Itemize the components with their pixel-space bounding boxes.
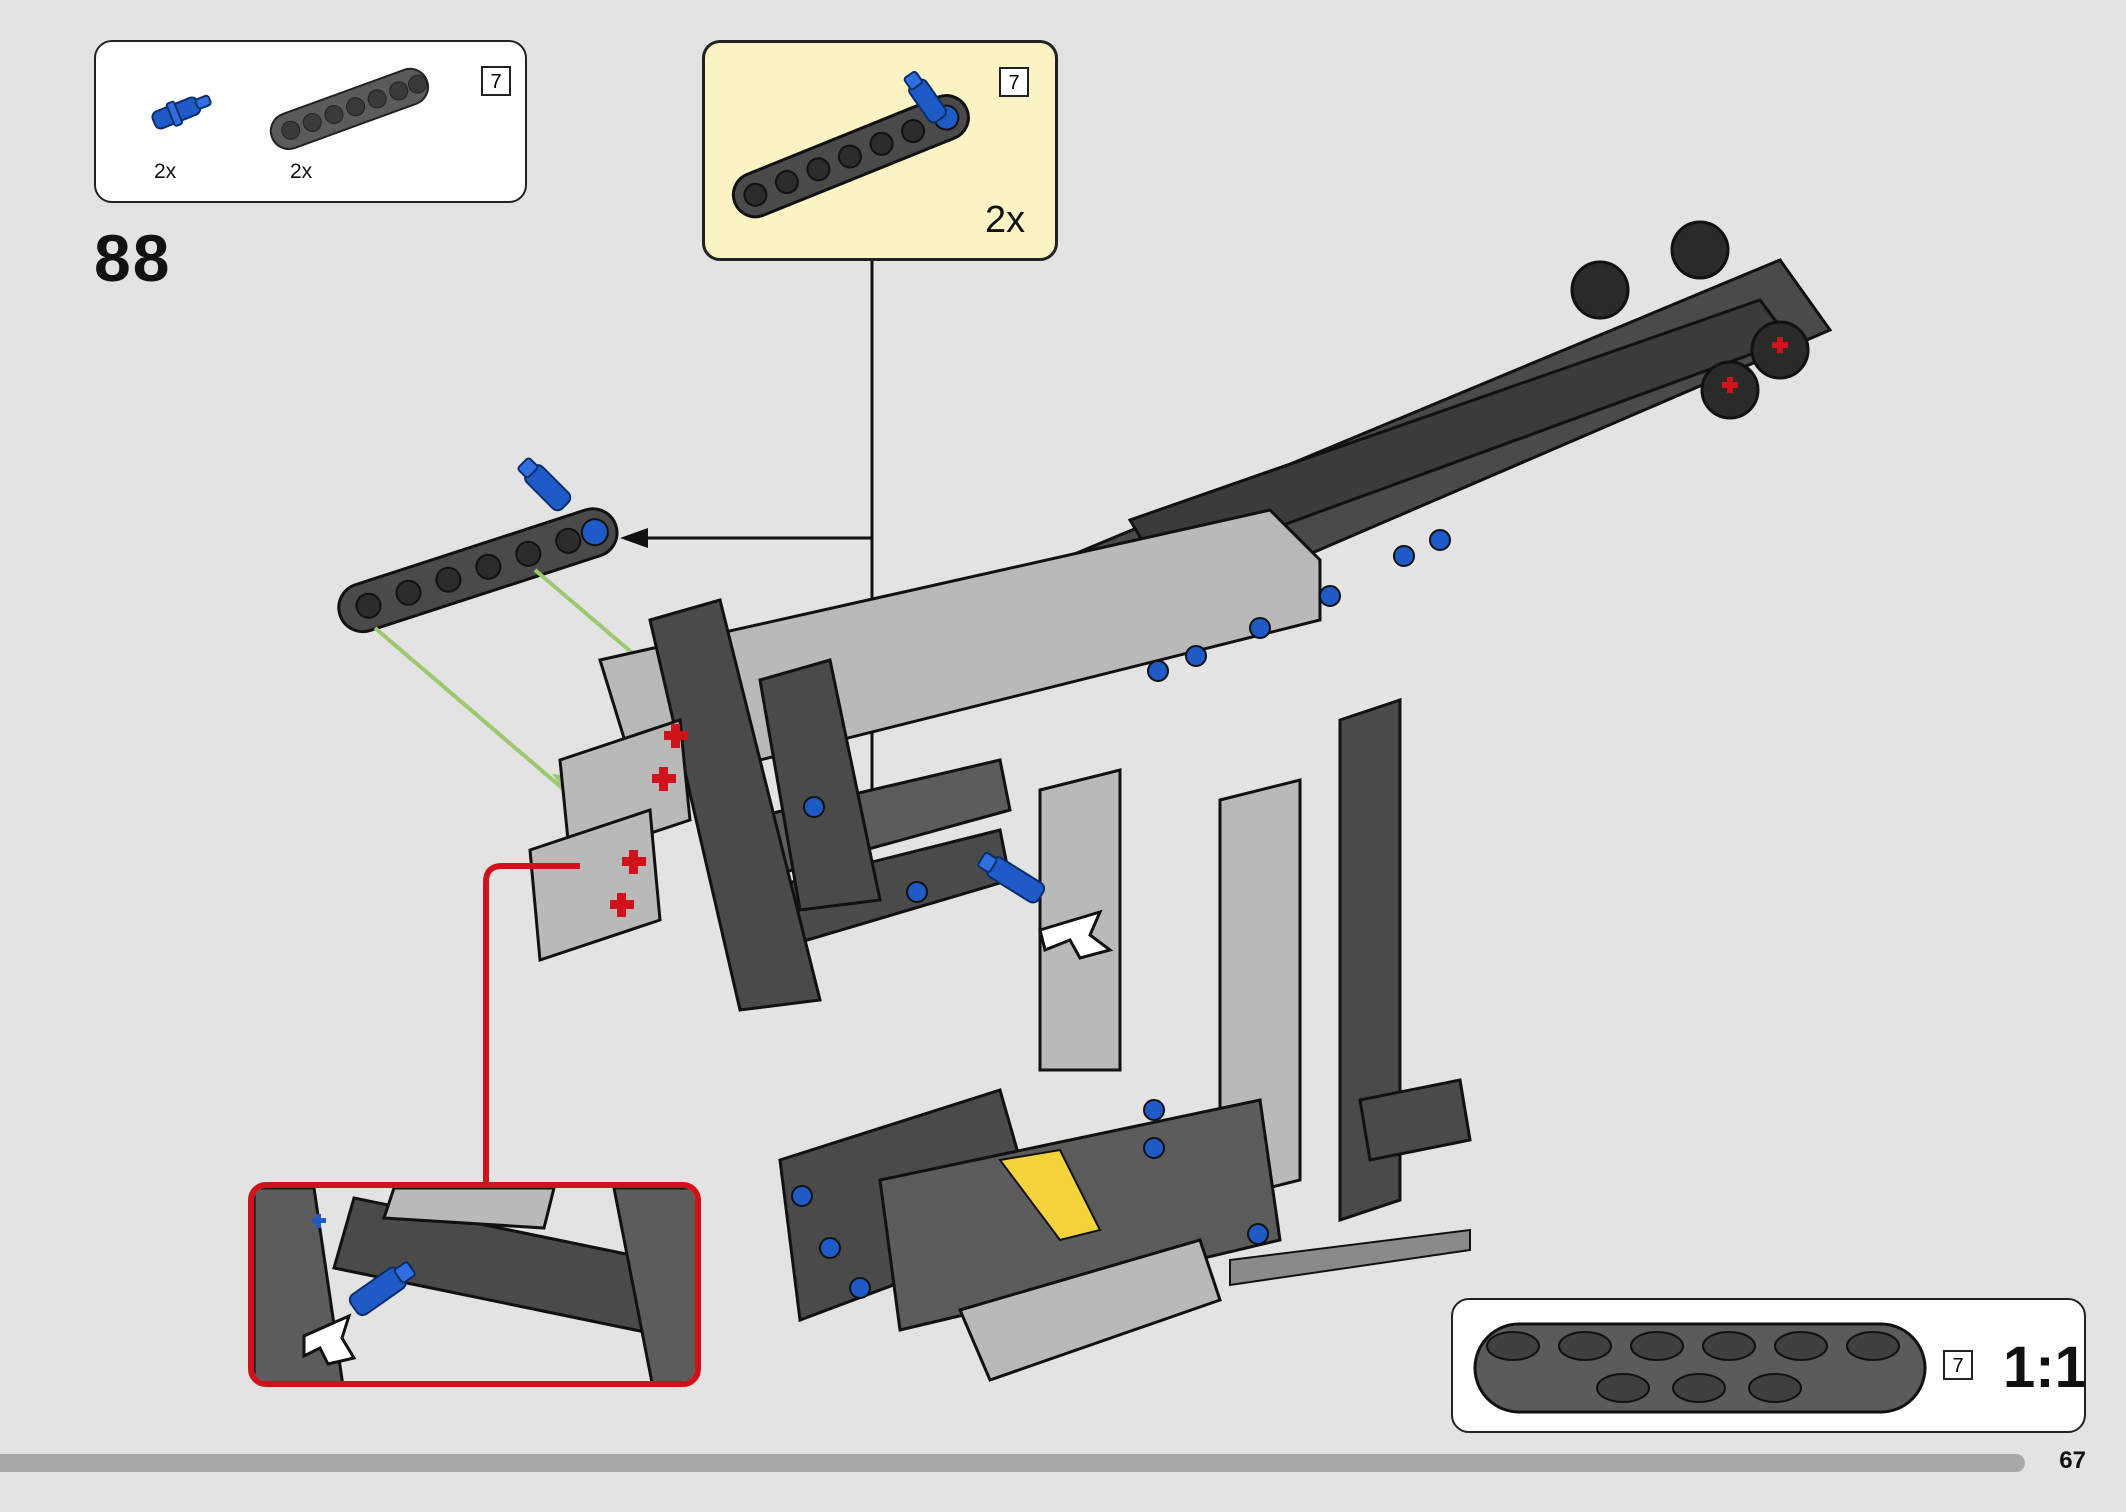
blue-pin-icon — [517, 457, 572, 512]
sub-assembly-quantity: 2x — [985, 199, 1026, 241]
model-blue-pins — [791, 529, 1451, 1299]
blue-pin-icon — [151, 94, 212, 130]
blue-pin-icon — [903, 70, 948, 124]
model-body — [528, 220, 1833, 1382]
scale-reference-box: 7 1:1 — [1451, 1298, 2087, 1433]
red-cross-marks — [610, 724, 688, 917]
callout-zoom — [248, 1182, 701, 1387]
beam-7-icon — [269, 67, 430, 150]
assembly-arrows — [648, 261, 874, 822]
yellow-axle — [998, 1148, 1102, 1242]
step-number: 88 — [94, 221, 172, 295]
parts-list-art — [151, 67, 430, 150]
pin-quantity: 2x — [154, 160, 177, 183]
sub-assembly-size-tag: 7 — [999, 67, 1029, 97]
callout-art — [254, 1188, 695, 1381]
page-progress-bar — [0, 1454, 2025, 1472]
blue-pin-icon — [348, 1261, 416, 1317]
grey-lever — [1229, 1228, 1471, 1287]
scale-beam-art — [1473, 1322, 1927, 1414]
guide-lines — [373, 568, 652, 795]
beam-quantity: 2x — [290, 160, 313, 183]
sub-assembly-box: 7 2x — [702, 40, 1058, 261]
sub-assembly-art — [731, 70, 970, 219]
scale-label: 1:1 — [2003, 1335, 2087, 1400]
floating-beam — [337, 507, 619, 634]
arrow-head-left — [620, 528, 648, 548]
white-insert-arrow — [1038, 909, 1114, 960]
beam-size-tag: 7 — [481, 66, 511, 96]
page-number: 67 — [2059, 1447, 2086, 1474]
callout-connector — [483, 863, 580, 1186]
insert-pin — [977, 852, 1046, 904]
scale-size-tag: 7 — [1943, 1350, 1973, 1380]
parts-list-box: 2x 2x 7 — [94, 40, 527, 203]
arrow-head-down — [862, 822, 882, 850]
